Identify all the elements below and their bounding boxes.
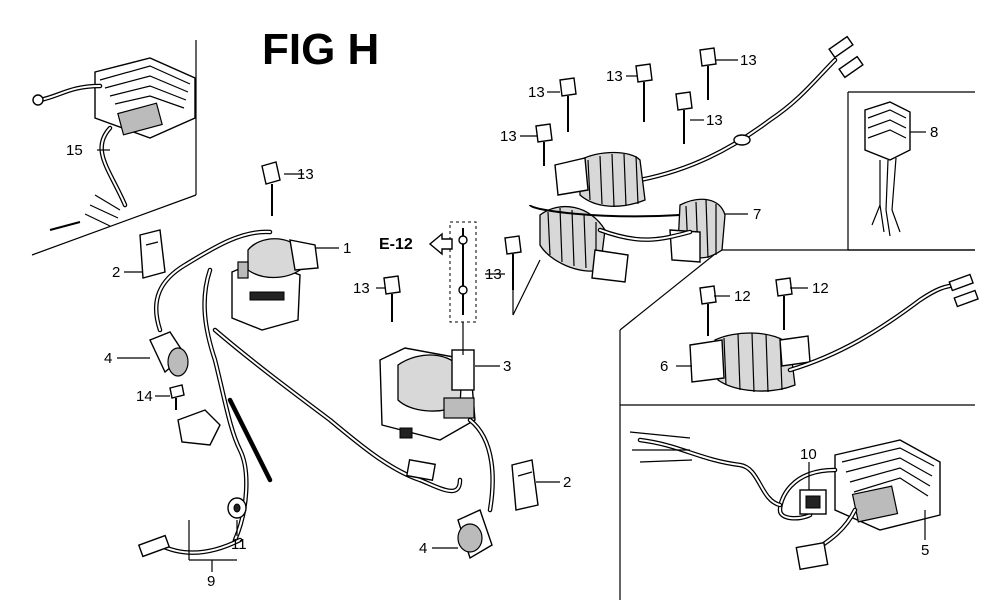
reference-label: E-12 [379,236,413,253]
callout-5: 5 [921,542,929,559]
part-3-ignition-coil [379,347,476,441]
callout-labels: 15 13 1 2 4 14 13 3 13 13 13 13 13 13 7 … [66,52,938,590]
part-1-ignition-coil [231,238,319,331]
callout-13-d: 13 [606,68,623,85]
part-15-regulator [32,57,196,231]
section-dividers [31,40,975,600]
part-5-regulator [629,431,941,571]
bolts [261,47,793,336]
callout-15: 15 [66,142,83,159]
bolt-13-g [535,123,553,166]
part-4-plug-cap-left [149,331,189,377]
callout-4-a: 4 [104,350,112,367]
figure-title: FIG H [262,25,379,74]
callout-7: 7 [753,206,761,223]
part-2-grommet-left [139,229,166,279]
callout-12-b: 12 [812,280,829,297]
part-4-plug-cap-bottom [457,509,493,560]
callout-12-a: 12 [734,288,751,305]
bolt-12-a [699,285,717,336]
bolt-13-d [635,63,653,122]
callout-9: 9 [207,573,215,590]
callout-13-a: 13 [297,166,314,183]
part-10-connector [799,489,827,515]
callout-3: 3 [503,358,511,375]
part-6-coil [689,273,979,393]
main-harness [137,229,495,558]
bolt-13-e [699,47,717,100]
callout-13-b: 13 [353,280,370,297]
bolt-13-f [675,91,693,144]
callout-6: 6 [660,358,668,375]
callout-13-g: 13 [500,128,517,145]
callout-8: 8 [930,124,938,141]
part-2-grommet-right [511,459,539,511]
callout-13-e: 13 [740,52,757,69]
part-8-regulator [864,101,911,237]
part-11-grommet [227,497,247,519]
callout-1: 1 [343,240,351,257]
callout-14: 14 [136,388,153,405]
callout-11: 11 [231,536,247,553]
callout-10: 10 [800,446,817,463]
callout-4-b: 4 [419,540,427,557]
bolt-12-b [775,277,793,330]
reference-arrow: E-12 [379,232,453,256]
leader-lines [97,59,926,572]
part-9-switch [177,409,437,481]
bolt-13-b [383,275,401,322]
bolt-13-h [504,235,522,290]
callout-2-b: 2 [563,474,571,491]
callout-13-c: 13 [528,84,545,101]
part-14-bolt [169,384,185,410]
spark-plug-lead [449,221,477,355]
bolt-13-a [261,161,281,216]
callout-13-h: 13 [485,266,502,283]
callout-13-f: 13 [706,112,723,129]
callout-2-a: 2 [112,264,120,281]
bolt-13-c [559,77,577,132]
part-7-coil-set [529,35,864,283]
